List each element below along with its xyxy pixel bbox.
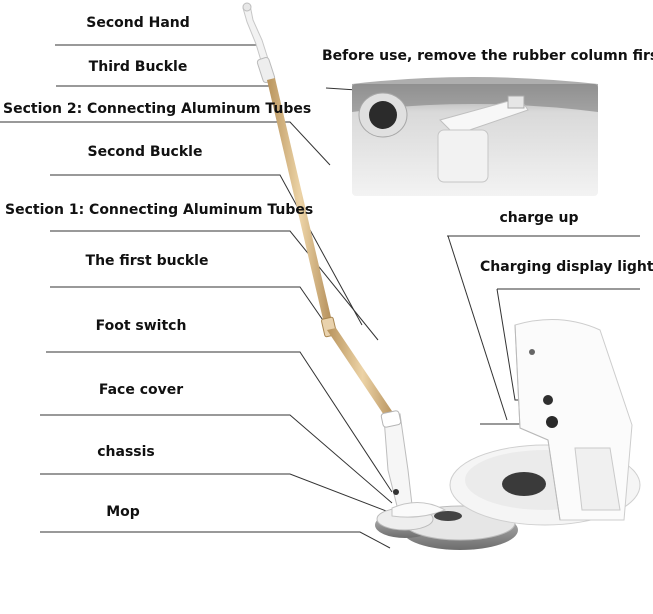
inset1-body [437, 129, 489, 183]
label-face-cover: Face cover [98, 382, 184, 398]
leader-second-buckle [50, 174, 363, 326]
lower-body [383, 413, 413, 511]
label-first-buckle: The first buckle [85, 253, 209, 269]
mop-assembly [242, 2, 518, 550]
label-chassis: chassis [97, 444, 155, 460]
label-section-2: Section 2: Connecting Aluminum Tubes [3, 101, 312, 117]
leader-mop [40, 531, 391, 549]
leader-foot-switch [46, 351, 393, 493]
label-second-hand: Second Hand [86, 15, 190, 31]
leader-face-cover [40, 414, 393, 504]
leader-chassis [40, 473, 395, 515]
base-knob [434, 511, 462, 521]
label-charging-light: Charging display light [480, 259, 653, 275]
charge-port [546, 416, 558, 428]
first-buckle [380, 410, 402, 428]
inset1-wheel [369, 101, 397, 129]
handle-cap [242, 2, 252, 12]
dock-foot [574, 447, 621, 511]
handle-grip [242, 4, 270, 65]
label-mop: Mop [106, 504, 140, 520]
dock-edge [514, 324, 561, 521]
foot-switch [393, 489, 399, 495]
leader-charge-up-drop [447, 235, 508, 421]
tube-section-2 [267, 78, 334, 332]
face-cover [391, 502, 447, 518]
label-section-1: Section 1: Connecting Aluminum Tubes [5, 202, 314, 218]
inset1-pad [352, 77, 598, 112]
label-foot-switch: Foot switch [95, 318, 187, 334]
rubber-column [507, 95, 525, 109]
label-charge-up: charge up [499, 210, 579, 226]
tube-section-1 [327, 328, 398, 424]
charging-display-light [543, 395, 553, 405]
label-before-use: Before use, remove the rubber column fir… [322, 48, 653, 64]
inset-charging-dock [449, 319, 641, 526]
leader-section1 [50, 230, 379, 341]
label-second-buckle: Second Buckle [87, 144, 203, 160]
dock-screw [529, 349, 535, 355]
label-third-buckle: Third Buckle [88, 59, 188, 75]
leader-section2 [0, 121, 331, 166]
dock-knob [502, 472, 546, 496]
inset-rubber-column [352, 77, 598, 196]
